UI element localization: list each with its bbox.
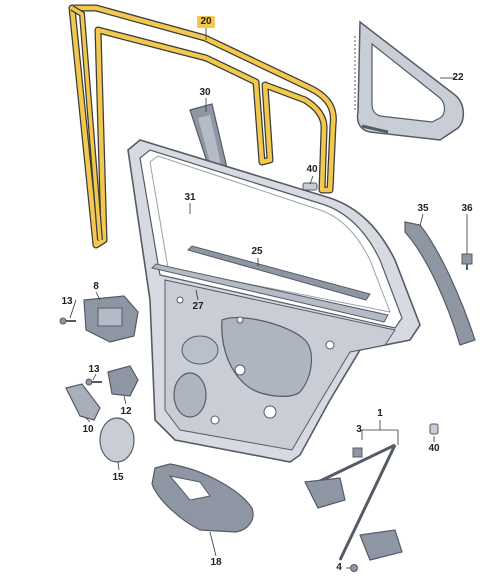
door-seal-part-20[interactable]	[68, 4, 337, 249]
screw-part-4[interactable]	[350, 564, 358, 572]
cover-part-15[interactable]	[99, 417, 135, 463]
callout-4: 4	[336, 562, 342, 573]
window-strip-part-25[interactable]	[187, 245, 371, 301]
callout-40-top: 40	[306, 164, 318, 175]
leader-lines	[69, 28, 468, 569]
callout-36: 36	[461, 203, 473, 214]
callout-40-bottom: 40	[428, 443, 440, 454]
callout-15: 15	[112, 472, 124, 483]
clip-part-40-bottom[interactable]	[429, 423, 439, 435]
clip-part-40-top[interactable]	[302, 182, 318, 191]
screw-part-13-upper[interactable]	[59, 317, 76, 325]
window-motor-part-8[interactable]	[83, 295, 139, 343]
callout-8: 8	[93, 281, 99, 292]
callout-13-upper: 13	[61, 296, 73, 307]
quarter-window-frame-part-22[interactable]	[356, 20, 464, 141]
callout-30: 30	[199, 87, 211, 98]
callout-31: 31	[184, 192, 196, 203]
callout-20: 20	[197, 16, 215, 28]
door-shell[interactable]	[127, 139, 421, 463]
callout-22: 22	[452, 72, 464, 83]
clip-part-3[interactable]	[352, 447, 363, 458]
callout-18: 18	[210, 557, 222, 568]
door-handle-part-10[interactable]	[65, 383, 101, 421]
callout-13-lower: 13	[88, 364, 100, 375]
window-regulator-part-1[interactable]	[304, 443, 403, 561]
screw-part-36[interactable]	[461, 253, 473, 270]
callout-1: 1	[377, 408, 383, 419]
callout-10: 10	[82, 424, 94, 435]
callout-25: 25	[251, 246, 263, 257]
callout-35: 35	[417, 203, 429, 214]
inner-strip-part-27[interactable]	[151, 263, 389, 323]
trim-panel-part-18[interactable]	[151, 463, 254, 533]
callout-27: 27	[192, 301, 204, 312]
screw-part-13-lower[interactable]	[85, 378, 102, 386]
callout-12: 12	[120, 406, 132, 417]
handle-bracket-part-12[interactable]	[107, 365, 139, 397]
seal-strip-part-35[interactable]	[404, 221, 476, 346]
callout-3: 3	[356, 424, 362, 435]
